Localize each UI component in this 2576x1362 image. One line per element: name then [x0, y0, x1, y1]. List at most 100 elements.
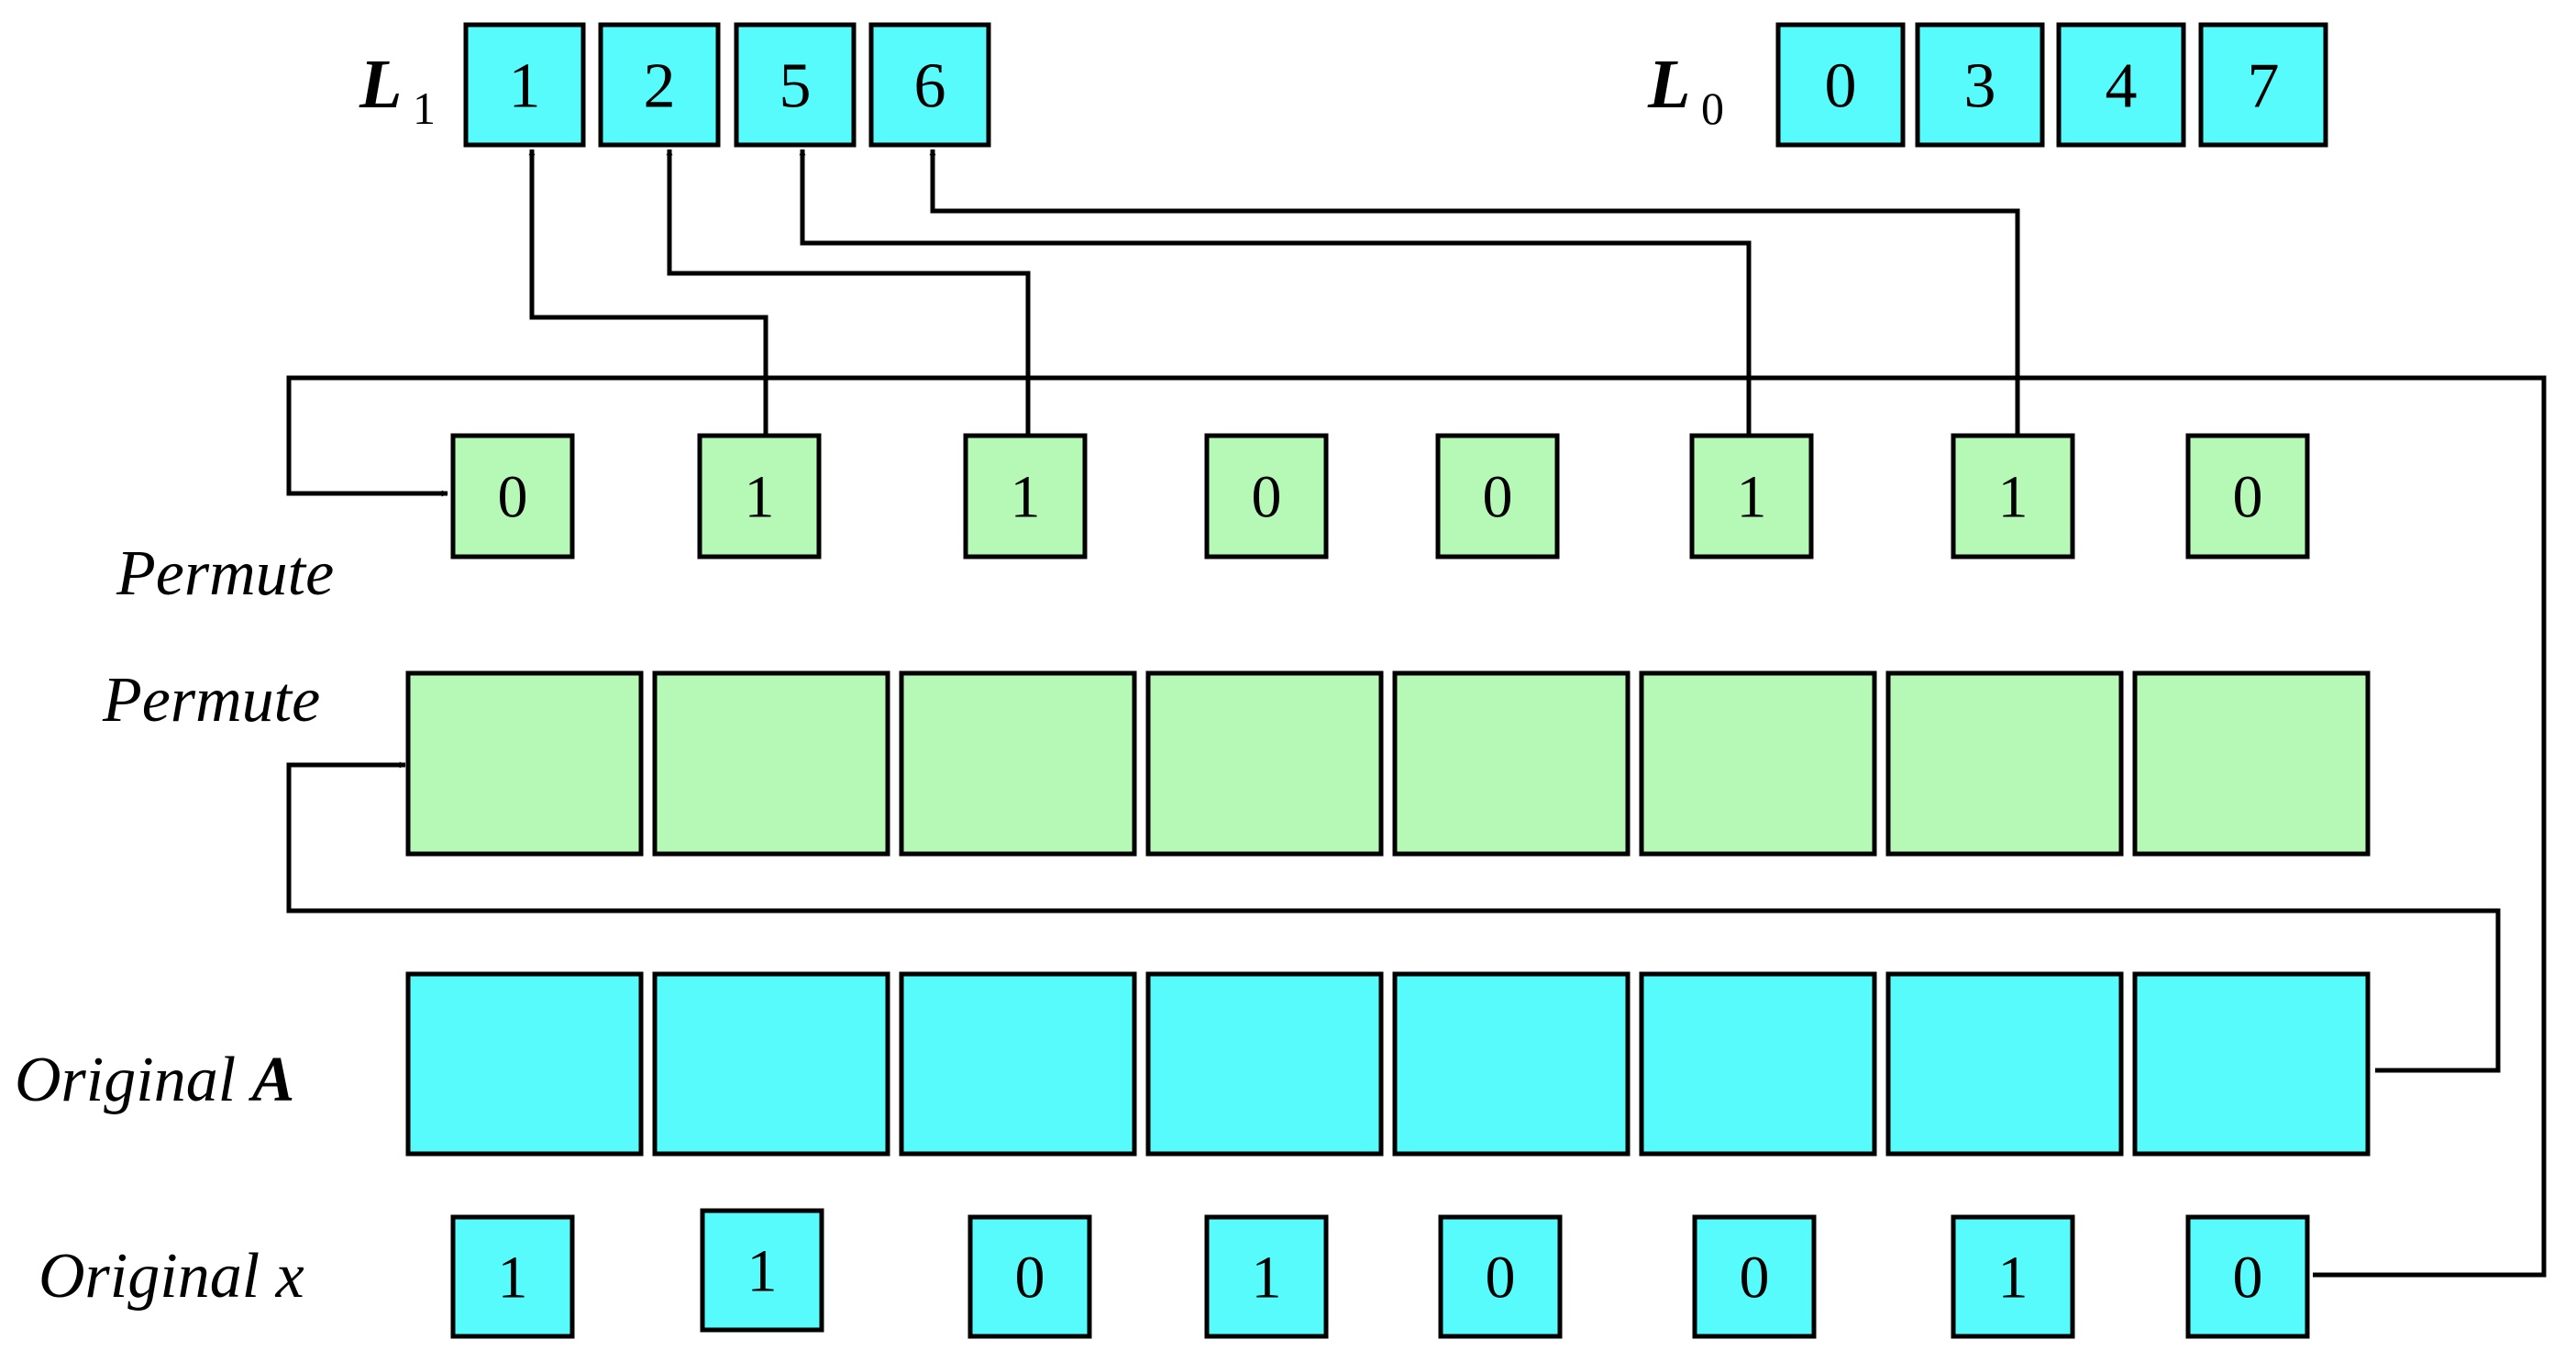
l1-label-subscript: 1 [413, 83, 436, 134]
permuted-bit-box [1951, 433, 2075, 559]
l0-item: 7 [2198, 22, 2328, 148]
l1-item-value: 6 [914, 50, 946, 121]
l0-item-value: 3 [1964, 50, 1996, 121]
l0-item-box [1915, 22, 2045, 148]
l0-item-value: 4 [2106, 50, 2138, 121]
permuted-power [1145, 670, 1384, 857]
original-bit-value: 0 [1486, 1244, 1516, 1311]
permuted-power [1885, 670, 2124, 857]
permuted-power [405, 670, 644, 857]
original-power [1392, 971, 1631, 1157]
permuted-bit-value: 0 [1483, 463, 1513, 530]
original-power-box [1639, 971, 1877, 1157]
permuted-bit-value: 1 [1011, 463, 1041, 530]
original-bit-value: 0 [1015, 1244, 1045, 1311]
permuted-bit-box [963, 433, 1088, 559]
connectors [286, 149, 2547, 1278]
permuted-power-box [1392, 670, 1631, 857]
permuted-bit-box [697, 433, 822, 559]
original-power-box [405, 971, 644, 1157]
original-power-box [652, 971, 890, 1157]
l0-item: 4 [2056, 22, 2186, 148]
l0-item: 3 [1915, 22, 2045, 148]
l1-item-value: 1 [509, 50, 541, 121]
original-bit-box [1692, 1214, 1817, 1339]
l0-item: 0 [1775, 22, 1906, 148]
original-x-label: Original x [39, 1241, 304, 1312]
permuted-bit: 0 [1204, 433, 1329, 559]
l1-item-box [734, 22, 857, 148]
l1-item: 5 [734, 22, 857, 148]
permuted-bit: 1 [1951, 433, 2075, 559]
original-power [1885, 971, 2124, 1157]
original-powers-row [405, 971, 2371, 1157]
permuted-bit: 1 [1689, 433, 1814, 559]
l1-list: 1 2 5 6 [463, 22, 991, 148]
permuted-power-box [1885, 670, 2124, 857]
permuted-power-box [652, 670, 890, 857]
original-power-box [899, 971, 1137, 1157]
original-bit: 0 [1438, 1214, 1563, 1339]
original-bit-value: 1 [1998, 1244, 2029, 1311]
bit-permute-connector [286, 375, 2547, 1278]
original-bit-box [967, 1214, 1092, 1339]
power-permute-connector [286, 761, 2501, 1073]
permuted-bit: 0 [1435, 433, 1560, 559]
permuted-power-box [899, 670, 1137, 857]
l0-label-subscript: 0 [1701, 83, 1724, 134]
original-power [1639, 971, 1877, 1157]
original-bit-box [700, 1208, 824, 1333]
permuted-power-box [1145, 670, 1384, 857]
permuted-bit-value: 0 [1252, 463, 1282, 530]
l1-item-box [868, 22, 991, 148]
l0-item-box [2056, 22, 2186, 148]
permuted-bit: 1 [963, 433, 1088, 559]
permuted-bit-value: 1 [1737, 463, 1767, 530]
permuted-power [652, 670, 890, 857]
original-bit: 0 [967, 1214, 1092, 1339]
l1-arrow-4 [929, 149, 2020, 436]
permuted-bit: 1 [697, 433, 822, 559]
original-power [405, 971, 644, 1157]
permuted-powers-row [405, 670, 2371, 857]
permuted-bit-box [1435, 433, 1560, 559]
original-bit-box [450, 1214, 575, 1339]
original-bit-box [2185, 1214, 2310, 1339]
permuted-bit-box [2185, 433, 2310, 559]
original-bit: 1 [1204, 1214, 1329, 1339]
permuted-bit-box [1204, 433, 1329, 559]
l1-arrow-3 [799, 149, 1752, 436]
l0-item-box [1775, 22, 1906, 148]
original-a-label-prefix: Original [15, 1045, 252, 1115]
permuted-bit-value: 1 [745, 463, 775, 530]
original-power [899, 971, 1137, 1157]
l1-item: 2 [598, 22, 721, 148]
original-bit: 1 [700, 1208, 824, 1333]
l1-item: 6 [868, 22, 991, 148]
permuted-power-box [1639, 670, 1877, 857]
l1-item-value: 2 [644, 50, 676, 121]
original-bit-value: 0 [1740, 1244, 1770, 1311]
original-power [1145, 971, 1384, 1157]
original-bit: 0 [1692, 1214, 1817, 1339]
permuted-power-box [2132, 670, 2371, 857]
original-a-label: Original A [15, 1045, 294, 1115]
l1-item-box [598, 22, 721, 148]
l1-arrow-2 [666, 149, 1031, 436]
l1-label: L [359, 46, 402, 123]
original-power-box [1145, 971, 1384, 1157]
l0-item-value: 7 [2248, 50, 2280, 121]
original-bit: 0 [2185, 1214, 2310, 1339]
original-a-label-variable: A [249, 1045, 295, 1115]
original-power-box [1885, 971, 2124, 1157]
l1-item-box [463, 22, 586, 148]
permuted-bit: 0 [2185, 433, 2310, 559]
original-power-box [1392, 971, 1631, 1157]
permuted-power [2132, 670, 2371, 857]
original-bit-box [1951, 1214, 2075, 1339]
l1-item-value: 5 [779, 50, 812, 121]
permuted-power [899, 670, 1137, 857]
